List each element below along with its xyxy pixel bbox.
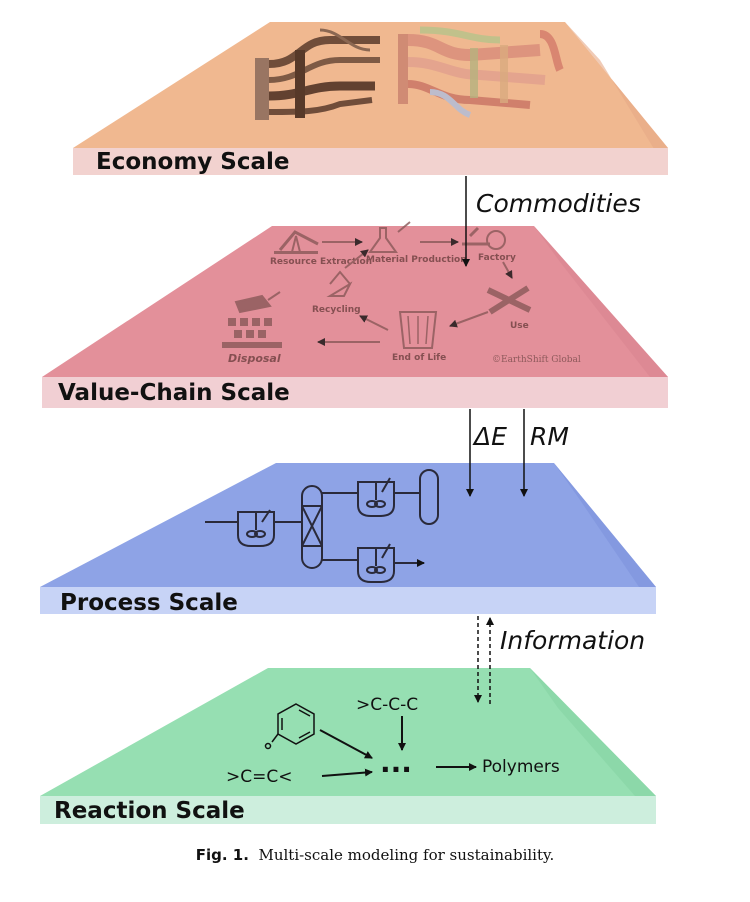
disposal-label: Disposal: [228, 352, 281, 365]
bin-icon: [398, 311, 438, 349]
use-label: Use: [510, 321, 529, 331]
arrow-alkene-to-intermediate: [321, 768, 373, 777]
caption-text: Multi-scale modeling for sustainability.: [258, 846, 555, 864]
process-plane: [40, 463, 656, 587]
intermediate-label: ...: [380, 746, 412, 779]
pumpjack-icon: [274, 230, 319, 254]
distillation-column-icon: [301, 485, 323, 569]
reactor-icon: [357, 543, 395, 583]
reactant-propyl-label: >C-C-C: [356, 695, 418, 715]
disposal-icon: [222, 291, 282, 348]
information-label: Information: [500, 626, 645, 655]
inter-scale-flows: [462, 176, 528, 704]
recycling-icon: [326, 270, 353, 297]
flask-icon: [368, 221, 411, 253]
economy-sankey-right: [398, 26, 564, 118]
benzene-molecule-icon: [264, 703, 315, 750]
rm-label: RM: [530, 422, 569, 451]
process-plane-edge: [40, 587, 656, 614]
delta-e-label: ΔE: [472, 422, 507, 451]
end-of-life-label: End of Life: [392, 353, 446, 363]
reaction-plane-edge: [40, 796, 656, 824]
reactant-alkene-label: >C=C<: [226, 767, 292, 787]
reaction-layer: >C-C-C >C=C< ... Polymers Reaction Scale: [40, 668, 656, 824]
value-chain-plane: [42, 226, 668, 377]
economy-sankey-left: [255, 28, 380, 120]
reactor-icon: [357, 477, 395, 517]
recycling-label: Recycling: [312, 305, 361, 315]
economy-layer: Economy Scale: [73, 22, 668, 175]
reaction-plane: [40, 668, 656, 796]
resource-extraction-label: Resource Extraction: [270, 257, 372, 267]
value-chain-plane-side: [534, 226, 668, 400]
storage-vessel-icon: [419, 469, 439, 525]
arrow-benzene-to-intermediate: [319, 729, 373, 759]
process-flowsheet: [205, 469, 439, 583]
economy-plane-edge: [73, 148, 668, 175]
material-production-label: Material Production: [366, 255, 467, 265]
process-scale-label: Process Scale: [60, 590, 238, 616]
reaction-plane-side: [530, 668, 656, 820]
figure-caption: Fig. 1. Multi-scale modeling for sustain…: [0, 846, 750, 864]
product-polymers-label: Polymers: [482, 757, 560, 777]
value-chain-scale-label: Value-Chain Scale: [58, 380, 290, 406]
process-layer: Process Scale: [40, 463, 656, 616]
commodities-label: Commodities: [476, 189, 641, 218]
reaction-scale-label: Reaction Scale: [54, 798, 245, 824]
value-chain-diagram: Resource Extraction Material Production …: [222, 221, 581, 365]
reactor-icon: [237, 509, 275, 547]
copyright-text: ©EarthShift Global: [492, 355, 581, 365]
value-chain-layer: Resource Extraction Material Production …: [42, 221, 668, 408]
economy-scale-label: Economy Scale: [96, 149, 290, 175]
tools-icon: [486, 285, 532, 315]
caption-label: Fig. 1.: [195, 846, 249, 864]
factory-label: Factory: [478, 253, 516, 263]
value-chain-plane-edge: [42, 377, 668, 408]
